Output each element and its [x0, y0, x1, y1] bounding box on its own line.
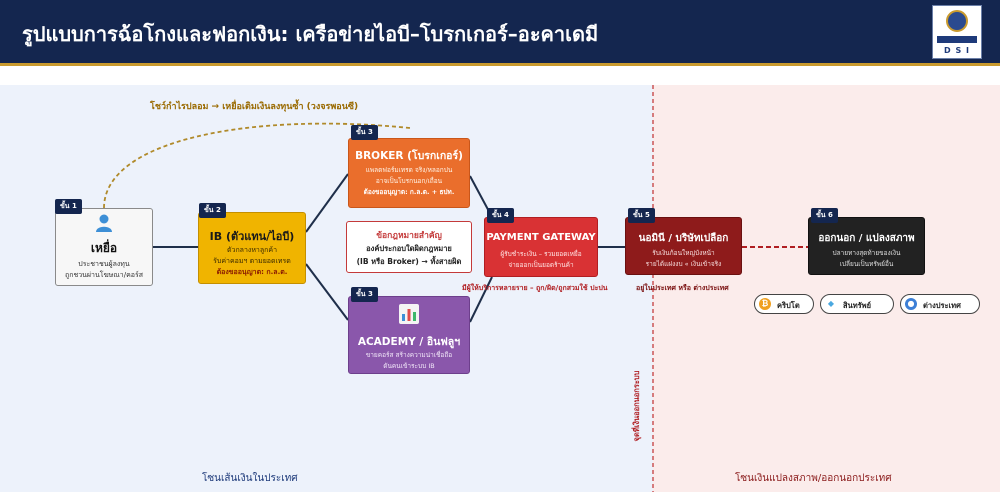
step-badge: ขั้น 6: [811, 208, 838, 223]
domestic-zone: [0, 85, 653, 492]
foreign-zone-label: โซนเงินแปลงสภาพ/ออกนอกประเทศ: [735, 473, 892, 484]
step-badge: ขั้น 3: [351, 125, 378, 140]
header-bar: รูปแบบการฉ้อโกงและฟอกเงิน: เครือข่ายไอบี…: [0, 0, 1000, 66]
exit-point-label: จุดที่เงินออกนอกระบบ: [632, 370, 641, 442]
foreign-zone: [653, 85, 1000, 492]
globe-icon: ●: [905, 298, 917, 310]
ib-node: ขั้น 2 IB (ตัวแทน/ไอบี) ตัวกลางหาลูกค้า …: [198, 203, 306, 284]
step-badge: ขั้น 1: [55, 199, 82, 214]
dsi-logo: D S I: [932, 5, 982, 59]
victim-node: ขั้น 1 เหยื่อ ประชาชนผู้ลงทุน ถูกชวนผ่าน…: [55, 199, 153, 286]
payment-gateway-node: ขั้น 4 PAYMENT GATEWAY ผู้รับชำระเงิน – …: [484, 208, 598, 277]
ponzi-loop-arrow: [103, 122, 411, 209]
page-title: รูปแบบการฉ้อโกงและฟอกเงิน: เครือข่ายไอบี…: [22, 22, 599, 46]
step-badge: ขั้น 3: [351, 287, 378, 302]
chart-icon: [349, 303, 469, 329]
offshore-node: ขั้น 6 ออกนอก / แปลงสภาพ ปลายทางสุดท้ายข…: [808, 208, 925, 275]
connector-ib-academy: [305, 263, 349, 321]
person-icon: [56, 213, 152, 237]
victim-title: เหยื่อ: [90, 241, 118, 255]
asset-pill-crypto: ₿ คริปโต: [754, 294, 814, 314]
legal-note-box: ข้อกฎหมายสำคัญ องค์ประกอบใดผิดกฎหมาย (IB…: [346, 221, 472, 273]
logo-text: D S I: [944, 46, 970, 55]
asset-pill-assets: ◆ สินทรัพย์: [820, 294, 894, 314]
nominee-note: อยู่ในประเทศ หรือ ต่างประเทศ: [636, 284, 729, 292]
gateway-note: มีผู้ให้บริการหลายราย – ถูก/ผิด/ถูกสวมใช…: [462, 284, 608, 292]
academy-title: ACADEMY / อินฟลูฯ: [357, 336, 461, 348]
step-badge: ขั้น 2: [199, 203, 226, 218]
nominee-title: นอมินี / บริษัทเปลือก: [638, 233, 729, 244]
ponzi-loop-label: โชว์กำไรปลอม → เหยื่อเติมเงินลงทุนซ้ำ (ว…: [150, 102, 359, 112]
connector-academy-gateway: [469, 276, 493, 323]
domestic-zone-label: โซนเส้นเงินในประเทศ: [202, 473, 298, 484]
ib-title: IB (ตัวแทน/ไอบี): [209, 230, 295, 243]
bitcoin-icon: ₿: [759, 298, 771, 310]
seal-icon: [946, 10, 968, 32]
diamond-icon: ◆: [827, 299, 835, 308]
broker-title: BROKER (โบรกเกอร์): [355, 150, 463, 162]
asset-pill-foreign: ● ต่างประเทศ: [900, 294, 980, 314]
nominee-node: ขั้น 5 นอมินี / บริษัทเปลือก รับเงินก้อน…: [625, 208, 742, 275]
legal-note-title: ข้อกฎหมายสำคัญ: [376, 231, 442, 241]
offshore-title: ออกนอก / แปลงสภาพ: [818, 233, 915, 244]
step-badge: ขั้น 4: [487, 208, 514, 223]
connector-ib-broker: [305, 173, 349, 233]
broker-node: ขั้น 3 BROKER (โบรกเกอร์) แพลตฟอร์มเทรด …: [348, 125, 470, 208]
gateway-title: PAYMENT GATEWAY: [486, 232, 596, 243]
academy-node: ขั้น 3 ACADEMY / อินฟลูฯ ขายคอร์ส สร้างค…: [348, 287, 470, 374]
step-badge: ขั้น 5: [628, 208, 655, 223]
